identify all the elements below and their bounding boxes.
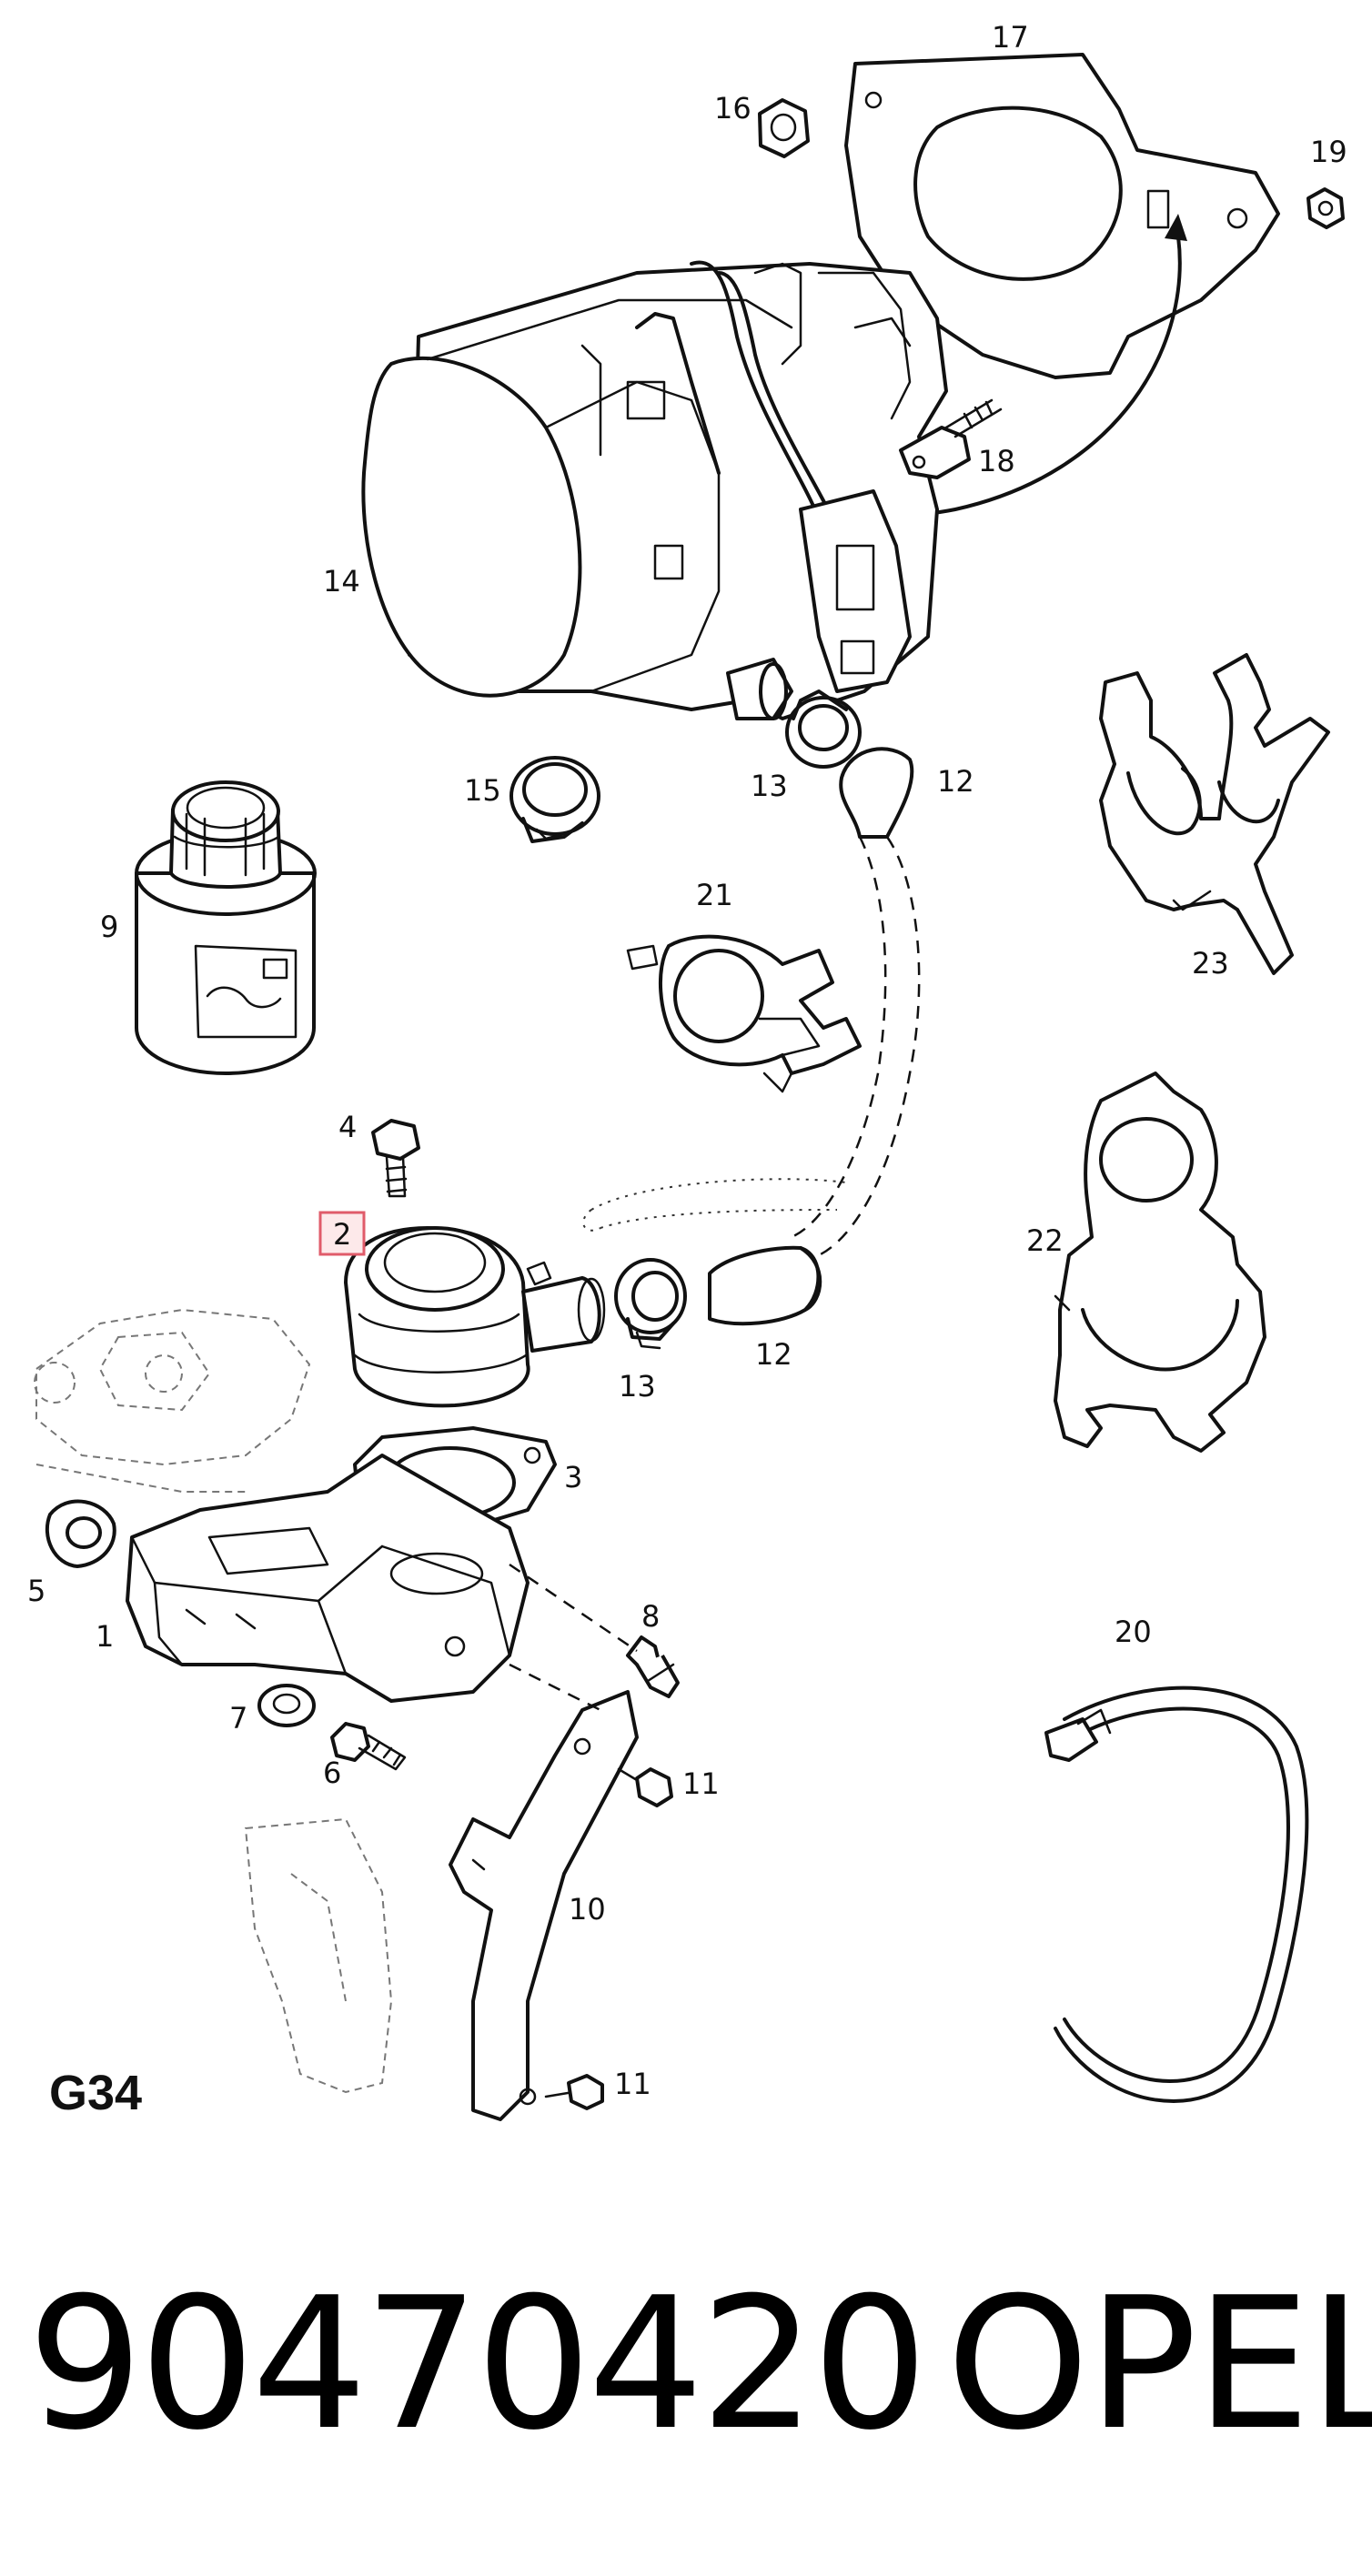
callout-2: 2	[333, 1217, 351, 1252]
callout-16: 16	[714, 91, 752, 126]
callout-12-upper: 12	[937, 764, 974, 799]
callout-23: 23	[1192, 946, 1229, 981]
callout-21: 21	[696, 878, 733, 912]
callout-7: 7	[229, 1701, 247, 1736]
callout-1: 1	[96, 1619, 114, 1654]
part-2-air-valve	[344, 1226, 606, 1408]
part-9-container	[135, 780, 317, 1075]
part-18-stud	[899, 398, 1003, 479]
part-7-washer	[257, 1684, 316, 1727]
part-23-double-clip	[1099, 653, 1330, 975]
callout-17: 17	[992, 20, 1029, 55]
callout-6: 6	[323, 1756, 341, 1790]
part-15-hose-clamp	[509, 756, 600, 843]
part-5-gasket	[45, 1499, 116, 1568]
part-11-upper-bolt	[617, 1767, 673, 1807]
part-1-valve-bracket	[126, 1454, 530, 1703]
callout-22: 22	[1026, 1223, 1064, 1258]
part-10-support-strap	[449, 1690, 639, 2121]
sheet-code-label: G34	[49, 2066, 143, 2120]
callout-20: 20	[1115, 1615, 1152, 1649]
part-6-bolt	[330, 1722, 407, 1771]
callout-11-lower: 11	[614, 2067, 651, 2101]
brand-name: OPEL	[946, 2259, 1372, 2470]
part-22-double-clip	[1054, 1072, 1266, 1453]
part-12-hose	[708, 747, 921, 1326]
part-17-bracket-plate	[844, 53, 1280, 517]
part-19-nut	[1306, 187, 1345, 229]
part-21-bracket-clamp	[626, 934, 862, 1093]
part-8-bolt	[626, 1635, 680, 1698]
callout-8: 8	[641, 1599, 660, 1634]
callout-labels: 17 16 19 18 14 15 13 12 21 9 23 4 22 2 1…	[27, 20, 1347, 2101]
part-number: 90470420	[27, 2259, 928, 2470]
callout-4: 4	[338, 1110, 357, 1144]
callout-5: 5	[27, 1574, 45, 1608]
callout-15: 15	[464, 773, 501, 808]
part-16-nut	[758, 98, 810, 158]
callout-19: 19	[1310, 135, 1347, 169]
callout-11-upper: 11	[682, 1766, 720, 1801]
callout-14: 14	[323, 564, 360, 599]
engine-outline-background	[34, 1178, 847, 2094]
part-14-air-pump	[361, 260, 948, 720]
callout-18: 18	[978, 444, 1015, 478]
part-4-bolt	[371, 1119, 420, 1198]
part-13-lower-hose-clamp	[614, 1258, 687, 1350]
callout-13-lower: 13	[619, 1369, 656, 1404]
callout-13-upper: 13	[751, 769, 788, 803]
part-20-band-clamp	[1044, 1685, 1309, 2103]
part-13-upper-hose-clamp	[785, 689, 862, 769]
part-11-lower-bolt	[544, 2074, 604, 2110]
callout-10: 10	[569, 1892, 606, 1927]
callout-9: 9	[100, 910, 118, 944]
callout-3: 3	[564, 1460, 582, 1494]
callout-2-highlight-box	[318, 1211, 366, 1256]
callout-12-lower: 12	[755, 1337, 792, 1372]
